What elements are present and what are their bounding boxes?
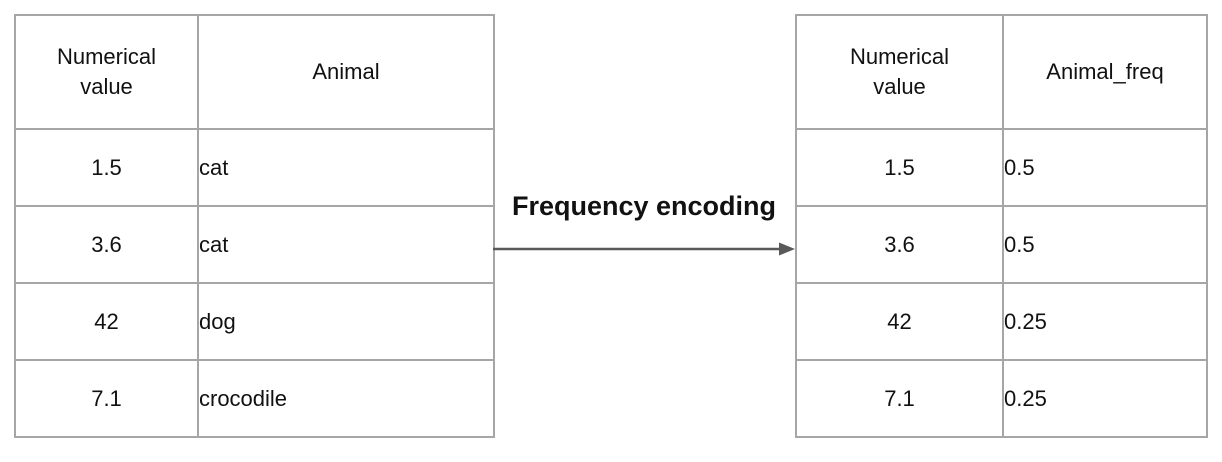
encoded-data-table: Numerical value Animal_freq 1.5 0.5 3.6 … [795,14,1208,438]
animal-freq-cell: 0.5 [1002,205,1208,284]
table-row: 7.1 crocodile [14,359,495,438]
table-row: 1.5 cat [14,128,495,207]
right-arrow-icon [493,242,795,256]
numerical-value-cell: 1.5 [795,128,1004,207]
table-row: 1.5 0.5 [795,128,1208,207]
column-header-numerical-value: Numerical value [795,14,1004,130]
numerical-value-cell: 7.1 [795,359,1004,438]
numerical-value-cell: 3.6 [14,205,199,284]
table-header-row: Numerical value Animal_freq [795,14,1208,130]
transform-label: Frequency encoding [511,191,777,221]
column-header-label: Numerical value [849,44,950,99]
column-header-label: Animal [312,59,380,85]
column-header-animal: Animal [197,14,495,130]
table-row: 3.6 0.5 [795,205,1208,284]
numerical-value-cell: 42 [14,282,199,361]
animal-cell: cat [197,205,495,284]
numerical-value-cell: 7.1 [14,359,199,438]
animal-freq-cell: 0.25 [1002,359,1208,438]
column-header-label: Numerical value [56,44,157,99]
table-row: 7.1 0.25 [795,359,1208,438]
animal-cell: dog [197,282,495,361]
table-header-row: Numerical value Animal [14,14,495,130]
numerical-value-cell: 42 [795,282,1004,361]
table-row: 42 0.25 [795,282,1208,361]
animal-freq-cell: 0.5 [1002,128,1208,207]
column-header-numerical-value: Numerical value [14,14,199,130]
numerical-value-cell: 3.6 [795,205,1004,284]
animal-freq-cell: 0.25 [1002,282,1208,361]
column-header-animal-freq: Animal_freq [1002,14,1208,130]
column-header-label: Animal_freq [1046,59,1164,85]
numerical-value-cell: 1.5 [14,128,199,207]
table-row: 3.6 cat [14,205,495,284]
original-data-table: Numerical value Animal 1.5 cat 3.6 cat 4… [14,14,495,438]
animal-cell: cat [197,128,495,207]
animal-cell: crocodile [197,359,495,438]
table-row: 42 dog [14,282,495,361]
